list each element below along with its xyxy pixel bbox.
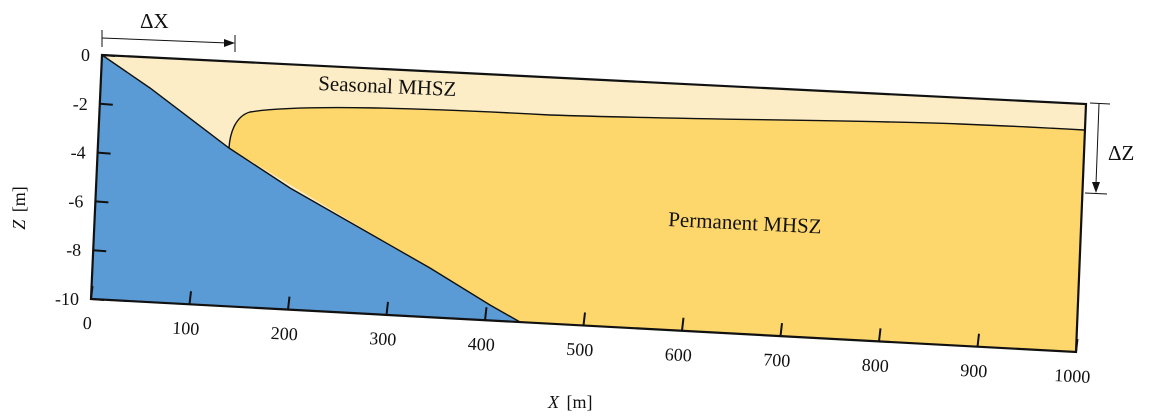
y-tick-label: -2 [73, 94, 88, 114]
delta-z-arrowhead [1092, 182, 1100, 193]
x-tick-label: 100 [172, 318, 200, 339]
x-tick-label: 900 [960, 360, 988, 381]
x-tick-label: 400 [467, 334, 495, 355]
x-axis-title: X [m] [547, 392, 593, 412]
y-tick-mark [95, 200, 109, 204]
x-tick-label: 0 [82, 313, 92, 333]
y-axis-title: Z [m] [9, 186, 29, 230]
x-tick-label: 700 [763, 349, 791, 370]
delta-z-top-bar [1089, 102, 1111, 105]
x-tick-label: 500 [566, 339, 594, 360]
delta-x-label: ΔX [140, 9, 169, 33]
y-tick-label: -8 [66, 240, 81, 260]
bedrock-zone [91, 55, 520, 322]
delta-z-label: ΔZ [1108, 141, 1134, 165]
delta-z-arrow-line [1095, 103, 1100, 185]
y-tick-mark [90, 298, 105, 301]
y-tick-mark [101, 54, 116, 57]
delta-x-arrow-line [101, 37, 229, 44]
bedrock-boundary [101, 54, 521, 323]
x-tick-label: 1000 [1054, 365, 1091, 387]
x-tick-mark [188, 291, 192, 305]
x-tick-label: 300 [369, 328, 397, 349]
x-tick-mark [484, 307, 488, 321]
x-axis-ticks: 0 100 200 300 400 500 600 700 800 900 1000 [82, 285, 1091, 387]
x-tick-mark [779, 322, 783, 337]
y-tick-mark [93, 249, 107, 253]
x-tick-mark [90, 285, 94, 300]
y-tick-label: 0 [81, 45, 90, 65]
y-tick-mark [99, 102, 113, 106]
y-tick-mark [97, 151, 111, 155]
x-tick-mark [385, 301, 389, 316]
permanent-zone [229, 107, 1084, 352]
y-tick-label: -4 [71, 143, 86, 163]
x-tick-mark [878, 328, 882, 342]
x-tick-mark [582, 312, 586, 326]
x-tick-label: 600 [664, 344, 692, 365]
x-tick-label: 200 [270, 323, 298, 344]
y-tick-label: -10 [55, 289, 79, 309]
permanent-zone-boundary [228, 106, 1085, 149]
x-tick-mark [1075, 338, 1079, 353]
y-axis-ticks: 0 -2 -4 -6 -8 -10 [55, 45, 116, 309]
delta-x-arrowhead [224, 39, 235, 47]
delta-z-bottom-bar [1084, 192, 1108, 195]
x-tick-label: 800 [861, 355, 889, 376]
x-tick-mark [287, 296, 291, 310]
y-tick-label: -6 [68, 191, 83, 211]
x-tick-mark [976, 333, 980, 347]
x-tick-mark [681, 317, 685, 331]
